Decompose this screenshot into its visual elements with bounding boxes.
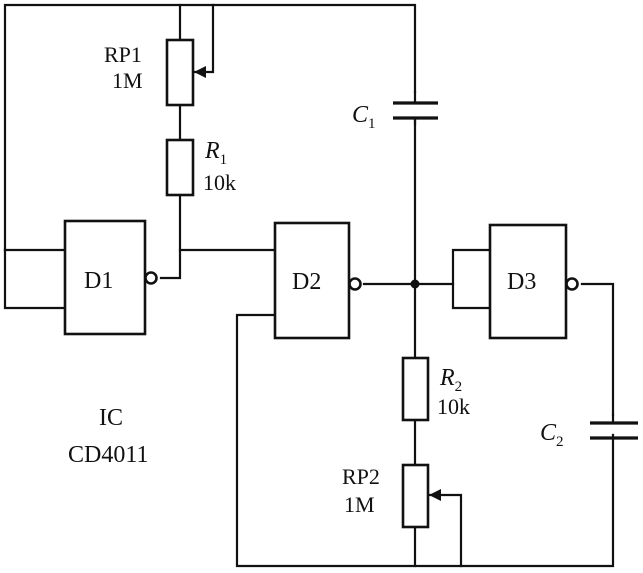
wire-top-bus xyxy=(3,3,417,252)
r2-resistor-body xyxy=(401,356,430,422)
r2-name-label: R2 xyxy=(439,365,462,395)
gate-d3-label: D3 xyxy=(507,269,536,295)
wires xyxy=(3,3,615,568)
ic-label-line1: IC xyxy=(99,405,123,431)
wire-rp2-wiper xyxy=(427,493,463,568)
rp1-wiper-arrow xyxy=(194,66,206,78)
gate-d2 xyxy=(273,221,351,340)
rp1-resistor-body xyxy=(165,38,195,107)
wire-d3-out xyxy=(580,282,615,417)
wire-d3-inputs xyxy=(451,248,492,310)
wire-r1-d1out xyxy=(159,193,182,280)
c2-name-sub: 2 xyxy=(556,434,564,450)
rp2-wiper-arrow xyxy=(429,489,441,501)
wire-d1-in-loop xyxy=(3,248,67,310)
r1-name-sub: 1 xyxy=(220,152,228,168)
gate-d3-bubble xyxy=(565,277,579,291)
c1-name-label: C1 xyxy=(352,102,376,132)
gate-d2-label: D2 xyxy=(292,269,321,295)
r2-name-sub: 2 xyxy=(455,379,463,395)
gate-d1 xyxy=(63,219,147,336)
rp2-name-label: RP2 xyxy=(342,464,380,489)
rp1-value-label: 1M xyxy=(112,68,143,93)
rp2-value-label: 1M xyxy=(344,492,375,517)
r1-name-label: R1 xyxy=(204,138,227,168)
r1-value-label: 10k xyxy=(203,170,236,195)
rp1-name-label: RP1 xyxy=(104,42,142,67)
gate-d1-bubble xyxy=(144,271,158,285)
r2-name-letter: R xyxy=(439,365,455,391)
r1-resistor-body xyxy=(165,138,195,197)
c1-name-letter: C xyxy=(352,102,369,128)
wire-d2-feedback xyxy=(235,313,615,568)
rp2-resistor-body xyxy=(401,463,430,529)
gate-d1-label: D1 xyxy=(84,268,113,294)
junction-dot xyxy=(410,279,420,289)
wire-rp1-wiper xyxy=(192,3,215,74)
r2-value-label: 10k xyxy=(437,394,470,419)
gate-d2-bubble xyxy=(348,277,362,291)
r1-name-letter: R xyxy=(204,138,220,164)
c2-name-label: C2 xyxy=(540,420,564,450)
gate-d3 xyxy=(488,223,568,340)
ic-label-line2: CD4011 xyxy=(68,442,148,468)
c2-name-letter: C xyxy=(540,420,557,446)
c1-name-sub: 1 xyxy=(368,116,376,132)
